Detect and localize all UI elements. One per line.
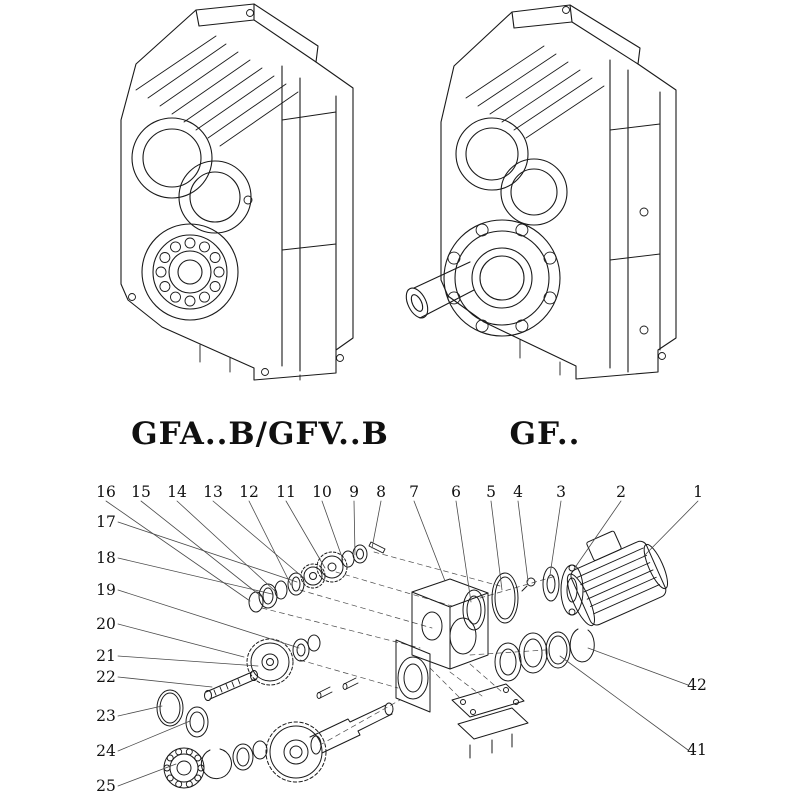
output-shaft-parts: [163, 677, 394, 789]
assembly-axis-lines: [261, 551, 557, 746]
part-number-23: 23: [96, 707, 116, 725]
model-label-gfab-gfvb: GFA..B/GFV..B: [131, 416, 389, 452]
part-number-1: 1: [693, 483, 703, 501]
part-number-42: 42: [687, 676, 707, 694]
left-ring-parts: [156, 689, 209, 738]
input-shaft-parts: [248, 541, 386, 613]
output-bearing-parts: [494, 628, 595, 682]
part-number-6: 6: [451, 483, 461, 501]
exploded-diagram: [105, 500, 699, 789]
flange-bolt-holes: [447, 223, 557, 333]
part-number-16: 16: [96, 483, 116, 501]
intermediate-gear-parts: [204, 634, 321, 701]
part-number-14: 14: [167, 483, 187, 501]
circlip-part: [200, 748, 232, 780]
part-number-20: 20: [96, 615, 116, 633]
part-number-17: 17: [96, 513, 116, 531]
motor-flange-part: [560, 564, 584, 616]
leader-lines: [105, 500, 699, 787]
part-number-19: 19: [96, 581, 116, 599]
part-number-4: 4: [513, 483, 523, 501]
seal-ring-part: [462, 589, 486, 631]
gearbox-right-drawing: [405, 4, 677, 380]
part-number-9: 9: [349, 483, 359, 501]
part-number-15: 15: [131, 483, 151, 501]
adapter-ring-part: [542, 566, 560, 602]
part-number-3: 3: [556, 483, 566, 501]
part-number-25: 25: [96, 777, 116, 795]
part-number-10: 10: [312, 483, 332, 501]
part-number-11: 11: [276, 483, 296, 501]
gearbox-left-drawing: [120, 3, 354, 381]
motor-part: [566, 530, 669, 627]
gasket-part: [491, 572, 519, 624]
housing-part: [395, 578, 489, 713]
part-number-8: 8: [376, 483, 386, 501]
part-number-24: 24: [96, 742, 116, 760]
part-number-21: 21: [96, 647, 116, 665]
plug-part: [521, 577, 536, 592]
output-shaft-drawing: [405, 261, 475, 319]
part-number-2: 2: [616, 483, 626, 501]
model-label-gf: GF..: [509, 416, 581, 452]
part-number-7: 7: [409, 483, 419, 501]
bearing-balls: [163, 748, 205, 788]
part-number-22: 22: [96, 668, 116, 686]
part-number-13: 13: [203, 483, 223, 501]
part-number-12: 12: [239, 483, 259, 501]
part-number-18: 18: [96, 549, 116, 567]
part-number-5: 5: [486, 483, 496, 501]
part-number-41: 41: [687, 741, 707, 759]
bearing-balls: [155, 237, 225, 307]
circlip-42: [569, 628, 595, 663]
bottom-cover-parts: [451, 683, 529, 759]
